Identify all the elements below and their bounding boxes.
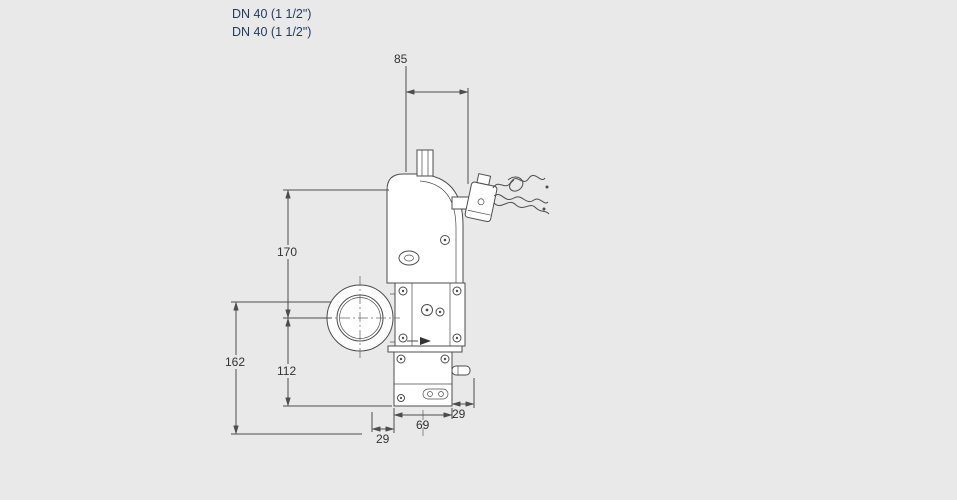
dim-label-170: 170 <box>275 245 300 259</box>
flow-arrow-icon <box>420 337 431 345</box>
variant-labels: DN 40 (1 1/2") DN 40 (1 1/2") <box>232 5 311 41</box>
spindle-cap <box>416 149 434 177</box>
dome-boss <box>398 250 420 266</box>
dim-label-69: 69 <box>416 418 430 432</box>
slot-hole <box>427 391 433 397</box>
body-screws <box>398 286 462 343</box>
flange-plate <box>387 345 463 353</box>
solenoid-connector <box>464 173 498 223</box>
connector-seam <box>467 209 491 216</box>
dim-label-85: 85 <box>394 52 408 66</box>
variant-label-2: DN 40 (1 1/2") <box>232 25 312 39</box>
actuator-dome <box>386 173 464 284</box>
connector-wires-icon <box>492 174 550 215</box>
dim-label-29-right: 29 <box>452 407 466 421</box>
test-points <box>421 304 445 317</box>
dim-label-29-left: 29 <box>376 432 390 446</box>
dim-label-162: 162 <box>223 355 248 369</box>
variant-label-1: DN 40 (1 1/2") <box>232 7 312 21</box>
valve-drawing <box>322 149 550 436</box>
side-pin <box>451 365 471 376</box>
dim-label-112: 112 <box>275 364 299 378</box>
block-screws <box>396 354 450 402</box>
connector-body <box>464 181 498 223</box>
block-slot <box>422 388 449 400</box>
dimension-lines <box>231 66 475 435</box>
dome-boss-inner <box>404 254 414 262</box>
cable-gland <box>476 173 492 186</box>
slot-hole <box>438 391 444 397</box>
dome-inner-contour <box>419 180 457 283</box>
connector-screw <box>477 198 485 206</box>
dome-screw-center <box>443 238 447 242</box>
